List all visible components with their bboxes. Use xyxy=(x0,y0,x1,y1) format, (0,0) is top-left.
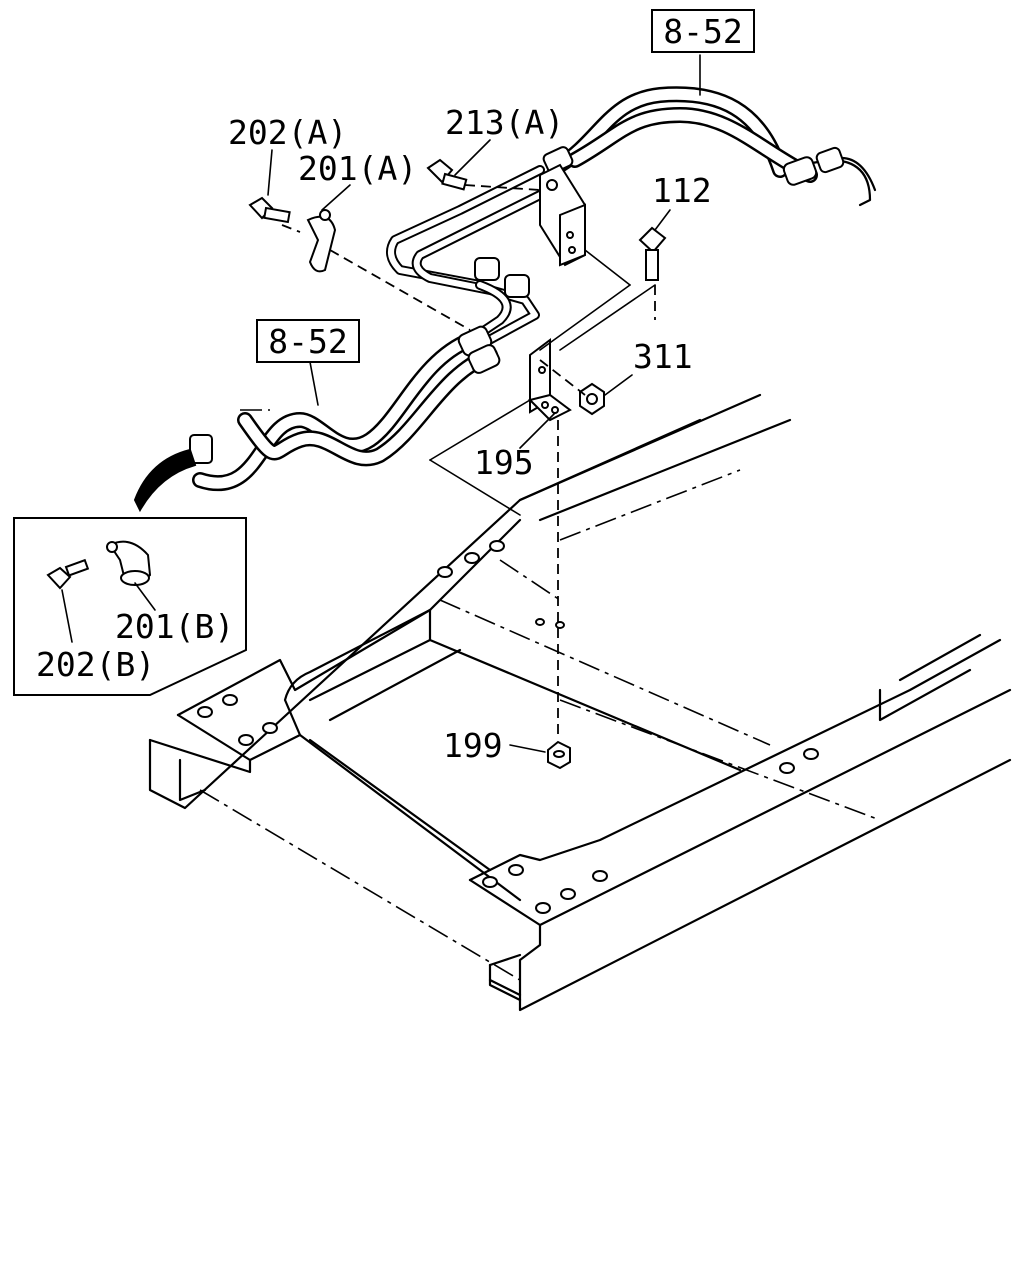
bolt-202b-icon xyxy=(46,558,90,590)
bolt-202a-icon xyxy=(248,196,291,224)
ref-label-left: 8-52 xyxy=(268,322,347,361)
ref-box-left[interactable]: 8-52 xyxy=(256,319,360,363)
ref-box-top[interactable]: 8-52 xyxy=(651,9,755,53)
nut-199-icon xyxy=(547,740,571,770)
label-201a: 201(A) xyxy=(298,149,417,188)
label-199: 199 xyxy=(443,726,503,765)
clamp-block xyxy=(539,163,586,267)
bolt-112-icon xyxy=(638,226,667,281)
label-195: 195 xyxy=(474,443,534,482)
hoses-and-pipes xyxy=(189,86,877,491)
ref-label-top: 8-52 xyxy=(663,12,742,51)
label-201b: 201(B) xyxy=(115,607,234,646)
label-202a: 202(A) xyxy=(228,113,347,152)
chassis-frame xyxy=(148,393,1012,1012)
bolt-213a-icon xyxy=(426,158,468,191)
label-112: 112 xyxy=(652,171,712,210)
label-311: 311 xyxy=(633,337,693,376)
bracket-195 xyxy=(528,338,572,422)
label-202b: 202(B) xyxy=(36,645,155,684)
rail-holes-left xyxy=(197,540,505,746)
nut-311-icon xyxy=(579,382,605,416)
detail-inset xyxy=(13,448,247,696)
label-213a: 213(A) xyxy=(445,103,564,142)
rail-holes-right xyxy=(482,748,819,914)
clamp-201b-icon xyxy=(106,540,152,586)
clamp-201a-icon xyxy=(306,209,337,273)
leader-lines xyxy=(267,54,701,753)
